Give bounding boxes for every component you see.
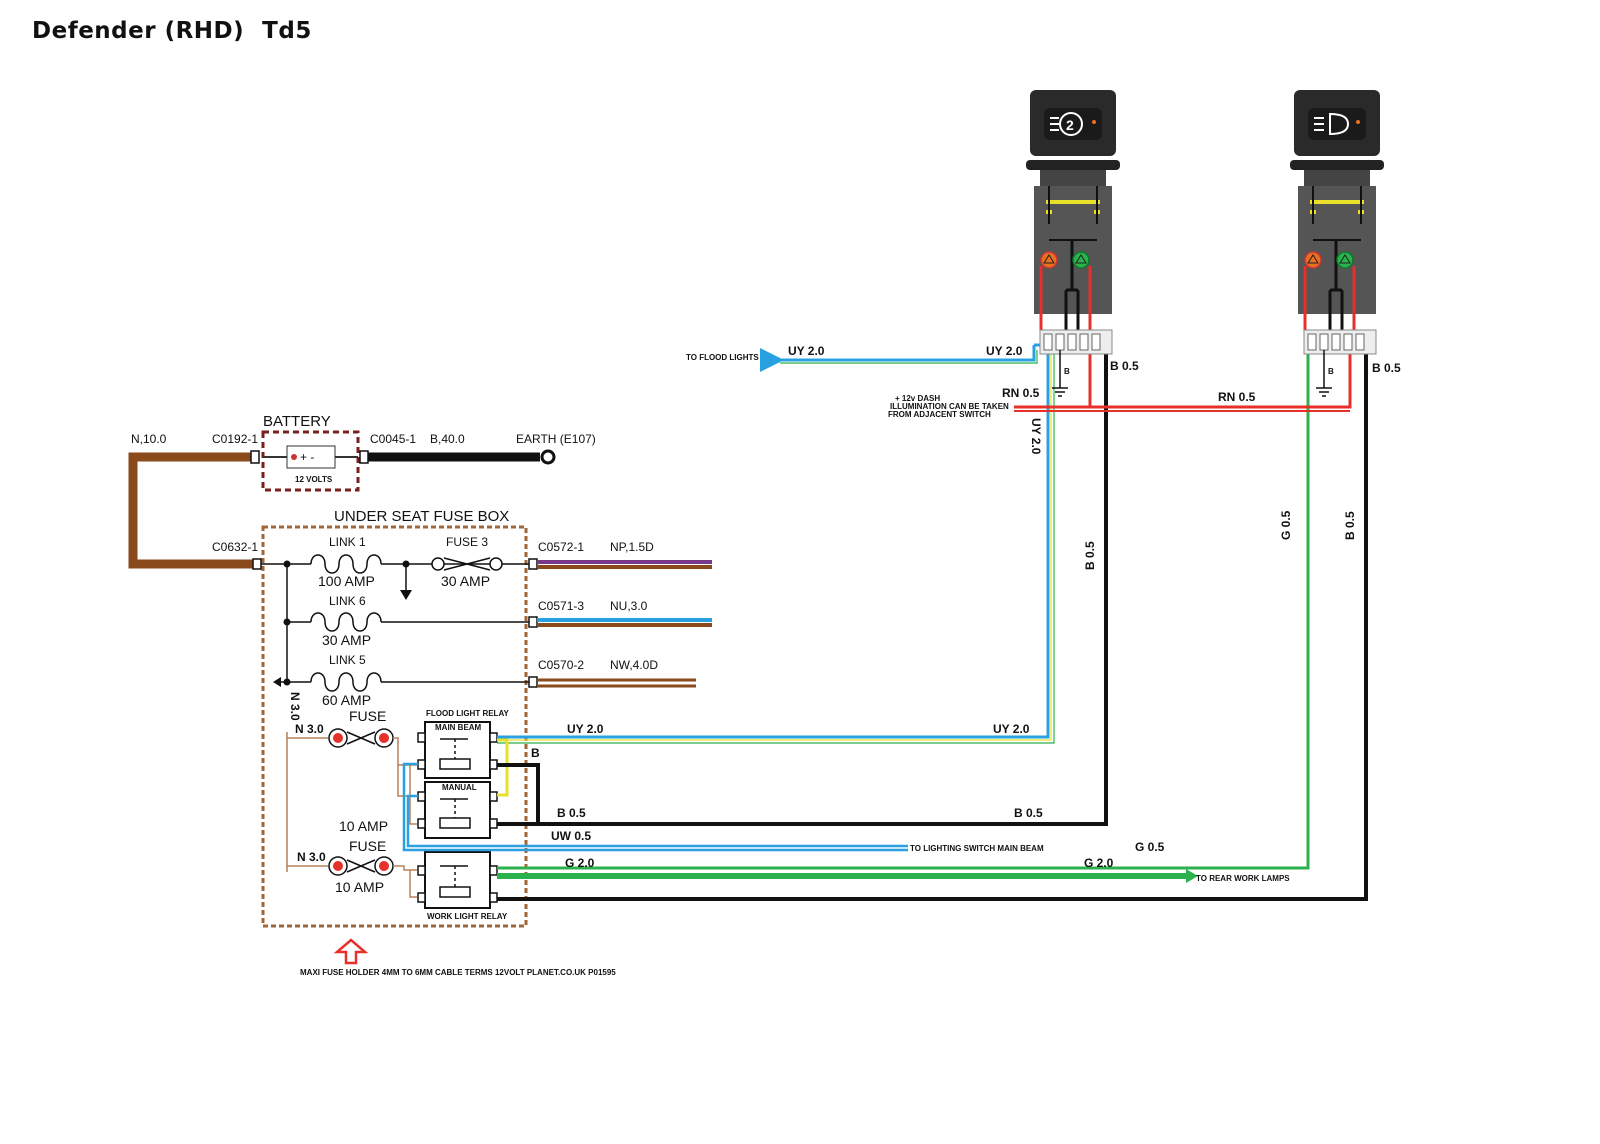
work-light-relay: WORK LIGHT RELAY bbox=[417, 851, 508, 921]
flood-relay-manual: MANUAL bbox=[442, 783, 477, 792]
illumination-note-2: ILLUMINATION CAN BE TAKEN bbox=[890, 402, 1009, 411]
output-3-connector: C0570-2 bbox=[538, 658, 584, 672]
up-arrow-icon bbox=[333, 938, 369, 965]
link-6-name: LINK 6 bbox=[329, 594, 366, 608]
link-6: LINK 6 30 AMP bbox=[287, 594, 531, 648]
flood-lights-label: TO FLOOD LIGHTS bbox=[686, 353, 759, 362]
b-relay-label: B 0.5 bbox=[557, 806, 586, 820]
rn-wire bbox=[1014, 330, 1352, 409]
b-relay-right-label: B 0.5 bbox=[1014, 806, 1043, 820]
uy-relay-label: UY 2.0 bbox=[567, 722, 604, 736]
flood-fuse-wire: N 3.0 bbox=[295, 722, 324, 736]
flood-relay-title: FLOOD LIGHT RELAY bbox=[426, 709, 509, 718]
fuse-box: UNDER SEAT FUSE BOX C0632-1 LINK 1 100 A… bbox=[212, 508, 538, 928]
fuse-box-title: UNDER SEAT FUSE BOX bbox=[334, 508, 509, 525]
output-3-wire: NW,4.0D bbox=[610, 658, 658, 672]
b-work-wire bbox=[497, 334, 1368, 901]
rear-lamps-label: TO REAR WORK LAMPS bbox=[1196, 874, 1290, 883]
flood-relay-main-beam: MAIN BEAM bbox=[435, 723, 482, 732]
uw-label: UW 0.5 bbox=[551, 829, 591, 843]
illumination-note-1: + 12v DASH bbox=[895, 394, 940, 403]
rn-right-label: RN 0.5 bbox=[1218, 390, 1256, 404]
link-5-rating: 60 AMP bbox=[322, 692, 371, 708]
work-fuse-wire: N 3.0 bbox=[297, 850, 326, 864]
rn-left-label: RN 0.5 bbox=[1002, 386, 1040, 400]
output-wire-nu bbox=[537, 618, 712, 627]
battery-voltage: 12 VOLTS bbox=[295, 475, 333, 484]
g-relay-label: G 2.0 bbox=[565, 856, 595, 870]
bus-wire-label: N 3.0 bbox=[288, 692, 302, 721]
b-switch2-label: B 0.5 bbox=[1372, 361, 1401, 375]
link-5: LINK 5 60 AMP bbox=[287, 653, 531, 708]
feed-wire-label: N,10.0 bbox=[131, 432, 167, 446]
relay-b-label: B bbox=[531, 746, 540, 760]
work-relay-title: WORK LIGHT RELAY bbox=[427, 912, 508, 921]
flood-fuse: N 3.0 FUSE 10 AMP bbox=[295, 708, 394, 834]
lighting-switch-label: TO LIGHTING SWITCH MAIN BEAM bbox=[910, 844, 1044, 853]
b-vertical2-label: B 0.5 bbox=[1343, 511, 1357, 540]
flood-light-relay: FLOOD LIGHT RELAY MAIN BEAM MANUAL bbox=[417, 709, 509, 839]
uy-switch-label: UY 2.0 bbox=[986, 344, 1023, 358]
uy-flood-label: UY 2.0 bbox=[788, 344, 825, 358]
output-1-wire: NP,1.5D bbox=[610, 540, 654, 554]
model-title: Defender (RHD) bbox=[32, 18, 245, 44]
link-6-rating: 30 AMP bbox=[322, 632, 371, 648]
fuse-3-rating: 30 AMP bbox=[441, 573, 490, 589]
earth-point-label: EARTH (E107) bbox=[516, 432, 596, 446]
flood-light-switch[interactable]: 2 B bbox=[1026, 90, 1120, 397]
neg-connector-label: C0045-1 bbox=[370, 432, 416, 446]
link-5-name: LINK 5 bbox=[329, 653, 366, 667]
illumination-note-3: FROM ADJACENT SWITCH bbox=[888, 410, 991, 419]
battery: + - 12 VOLTS BATTERY bbox=[261, 413, 360, 492]
switch-2-ground: B bbox=[1328, 367, 1334, 376]
uy-relay-right-label: UY 2.0 bbox=[993, 722, 1030, 736]
g-vertical-label: G 0.5 bbox=[1279, 510, 1293, 540]
work-light-switch[interactable]: B bbox=[1290, 90, 1384, 397]
page-title: Defender (RHD) Td5 bbox=[32, 18, 312, 44]
battery-label: BATTERY bbox=[263, 413, 331, 430]
g-switch-label: G 0.5 bbox=[1135, 840, 1165, 854]
b-vertical1-label: B 0.5 bbox=[1083, 541, 1097, 570]
work-fuse-rating: 10 AMP bbox=[335, 879, 384, 895]
b-switch1-label: B 0.5 bbox=[1110, 359, 1139, 373]
switch-1-ground: B bbox=[1064, 367, 1070, 376]
work-fuse-label: FUSE bbox=[349, 838, 386, 854]
work-light-icon bbox=[1314, 112, 1350, 136]
fuse-3-name: FUSE 3 bbox=[446, 535, 488, 549]
b-relay-wire bbox=[497, 334, 1108, 826]
uw-wire bbox=[402, 762, 908, 852]
output-wire-np bbox=[537, 560, 712, 569]
fuse-3: FUSE 3 30 AMP bbox=[406, 535, 531, 589]
g-switch-wire bbox=[497, 345, 1310, 870]
pos-connector-label: C0192-1 bbox=[212, 432, 258, 446]
battery-terminals: + - bbox=[300, 450, 314, 464]
flood-fuse-label: FUSE bbox=[349, 708, 386, 724]
flood-fuse-rating: 10 AMP bbox=[339, 818, 388, 834]
output-2-wire: NU,3.0 bbox=[610, 599, 648, 613]
switch-symbol: 2 bbox=[1066, 117, 1074, 133]
earth-terminal bbox=[540, 449, 556, 465]
earth-wire-label: B,40.0 bbox=[430, 432, 465, 446]
link-1: LINK 1 100 AMP bbox=[310, 535, 406, 589]
output-2-connector: C0571-3 bbox=[538, 599, 584, 613]
work-fuse: N 3.0 FUSE 10 AMP bbox=[297, 838, 394, 895]
flood-light-icon: 2 bbox=[1050, 112, 1083, 136]
link-1-name: LINK 1 bbox=[329, 535, 366, 549]
input-connector-label: C0632-1 bbox=[212, 540, 258, 554]
battery-feed-wire bbox=[128, 452, 257, 569]
output-1-connector: C0572-1 bbox=[538, 540, 584, 554]
g-relay-right-label: G 2.0 bbox=[1084, 856, 1114, 870]
output-wire-nw bbox=[537, 678, 696, 688]
link-1-rating: 100 AMP bbox=[318, 573, 375, 589]
flood-lights-wire bbox=[760, 345, 1036, 372]
uy-vertical-label: UY 2.0 bbox=[1029, 418, 1043, 455]
engine-variant: Td5 bbox=[262, 18, 312, 44]
footer-note: MAXI FUSE HOLDER 4MM TO 6MM CABLE TERMS … bbox=[300, 968, 616, 977]
